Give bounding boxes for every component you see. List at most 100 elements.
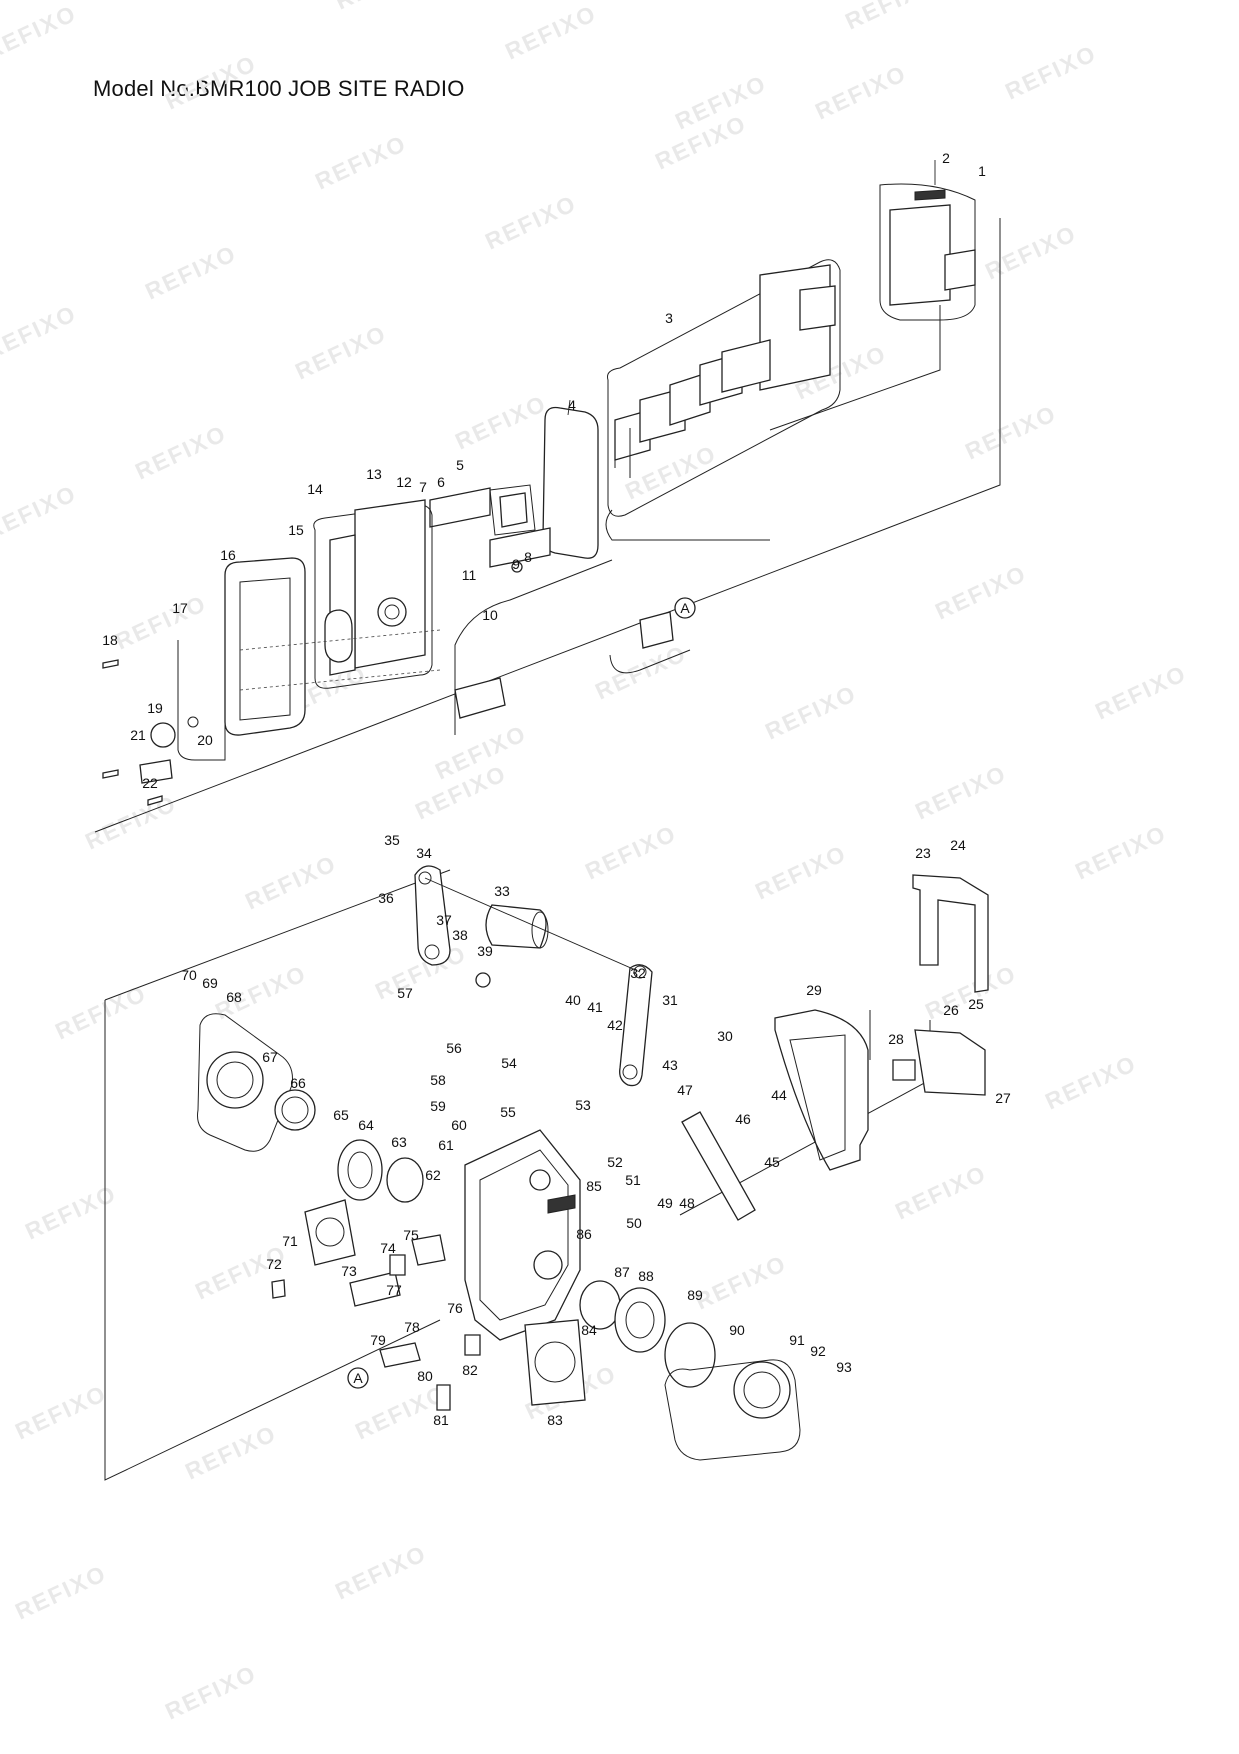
- part-number-label: 91: [789, 1332, 805, 1348]
- watermark-text: REFIXO: [751, 840, 850, 905]
- part-3-board-group: [607, 259, 841, 517]
- part-number-label: 31: [662, 992, 678, 1008]
- watermark-text: REFIXO: [921, 960, 1020, 1025]
- watermark-text: REFIXO: [51, 980, 150, 1045]
- watermark-text: REFIXO: [1091, 660, 1190, 725]
- watermark-text: REFIXO: [331, 0, 430, 15]
- part-number-label: 46: [735, 1111, 751, 1127]
- part-number-label: 20: [197, 732, 213, 748]
- part-number-label: 22: [142, 775, 158, 791]
- part-number-label: 21: [130, 727, 146, 743]
- watermark-text: REFIXO: [21, 1180, 120, 1245]
- part-4-window-panel: [542, 399, 599, 559]
- part-number-label: 70: [181, 967, 197, 983]
- watermark-text: REFIXO: [111, 590, 210, 655]
- internal-parts-group: [349, 1234, 481, 1411]
- part-number-label: 23: [915, 845, 931, 861]
- part-number-label: 51: [625, 1172, 641, 1188]
- callout-a-text: A: [353, 1370, 363, 1386]
- part-number-label: 33: [494, 883, 510, 899]
- part-number-label: 42: [607, 1017, 623, 1033]
- part-number-label: 58: [430, 1072, 446, 1088]
- part-number-label: 62: [425, 1167, 441, 1183]
- part-number-label: 81: [433, 1412, 449, 1428]
- part-number-label: 54: [501, 1055, 517, 1071]
- watermark-text: REFIXO: [931, 560, 1030, 625]
- part-number-label: 37: [436, 912, 452, 928]
- part-number-label: 19: [147, 700, 163, 716]
- right-speaker-group: [524, 1280, 801, 1461]
- part-33-handle: [414, 865, 653, 1087]
- part-number-label: 82: [462, 1362, 478, 1378]
- part-17-22-knob-group: [102, 640, 226, 806]
- part-number-label: 7: [419, 479, 427, 495]
- part-number-label: 78: [404, 1319, 420, 1335]
- part-number-label: 26: [943, 1002, 959, 1018]
- part-number-label: 9: [512, 556, 520, 572]
- callout-a-text: A: [680, 600, 690, 616]
- part-number-label: 38: [452, 927, 468, 943]
- part-number-label: 49: [657, 1195, 673, 1211]
- watermark-text: REFIXO: [591, 640, 690, 705]
- part-number-label: 50: [626, 1215, 642, 1231]
- part-number-label: 5: [456, 457, 464, 473]
- part-number-label: 64: [358, 1117, 374, 1133]
- part-47-gasket: [681, 1111, 756, 1221]
- part-number-label: 25: [968, 996, 984, 1012]
- watermark-text: REFIXO: [1041, 1050, 1140, 1115]
- watermark-text: REFIXO: [1071, 820, 1170, 885]
- watermark-text: REFIXO: [761, 680, 860, 745]
- watermark-text: REFIXO: [451, 390, 550, 455]
- part-number-label: 8: [524, 549, 532, 565]
- part-number-label: 15: [288, 522, 304, 538]
- part-number-label: 40: [565, 992, 581, 1008]
- part-number-label: 16: [220, 547, 236, 563]
- part-number-label: 84: [581, 1322, 597, 1338]
- part-number-label: 27: [995, 1090, 1011, 1106]
- part-number-label: 67: [262, 1049, 278, 1065]
- part-5-9-switch-boards: [429, 484, 551, 573]
- part-number-label: 77: [386, 1282, 402, 1298]
- part-number-label: 13: [366, 466, 382, 482]
- part-number-label: 29: [806, 982, 822, 998]
- part-number-label: 87: [614, 1264, 630, 1280]
- part-number-label: 80: [417, 1368, 433, 1384]
- left-speaker-group: [197, 1013, 424, 1299]
- part-number-label: 12: [396, 474, 412, 490]
- part-number-label: 83: [547, 1412, 563, 1428]
- part-number-label: 88: [638, 1268, 654, 1284]
- part-number-label: 55: [500, 1104, 516, 1120]
- watermark-text: REFIXO: [331, 1540, 430, 1605]
- part-number-label: 61: [438, 1137, 454, 1153]
- watermark-text: REFIXO: [81, 790, 180, 855]
- part-number-label: 32: [630, 965, 646, 981]
- watermark-text: REFIXO: [811, 60, 910, 125]
- part-number-label: 43: [662, 1057, 678, 1073]
- part-number-label: 18: [102, 632, 118, 648]
- part-number-label: 71: [282, 1233, 298, 1249]
- watermark-text: REFIXO: [691, 1250, 790, 1315]
- part-number-label: 73: [341, 1263, 357, 1279]
- watermark-text: REFIXO: [311, 130, 410, 195]
- watermark-text: REFIXO: [161, 50, 260, 115]
- part-number-label: 66: [290, 1075, 306, 1091]
- part-number-label: 52: [607, 1154, 623, 1170]
- part-number-label: 79: [370, 1332, 386, 1348]
- watermark-text: REFIXO: [181, 1420, 280, 1485]
- part-number-label: 56: [446, 1040, 462, 1056]
- part-small-board: [454, 611, 674, 719]
- part-number-label: 74: [380, 1240, 396, 1256]
- watermark-text: REFIXO: [841, 0, 940, 35]
- watermark-text: REFIXO: [0, 0, 81, 65]
- part-number-label: 57: [397, 985, 413, 1001]
- part-number-label: 45: [764, 1154, 780, 1170]
- part-29-back-cover: [774, 1009, 916, 1171]
- watermark-text: REFIXO: [11, 1380, 110, 1445]
- part-number-label: 93: [836, 1359, 852, 1375]
- part-number-label: 14: [307, 481, 323, 497]
- part-number-label: 65: [333, 1107, 349, 1123]
- watermark-text: REFIXO: [241, 850, 340, 915]
- watermark-text: REFIXO: [581, 820, 680, 885]
